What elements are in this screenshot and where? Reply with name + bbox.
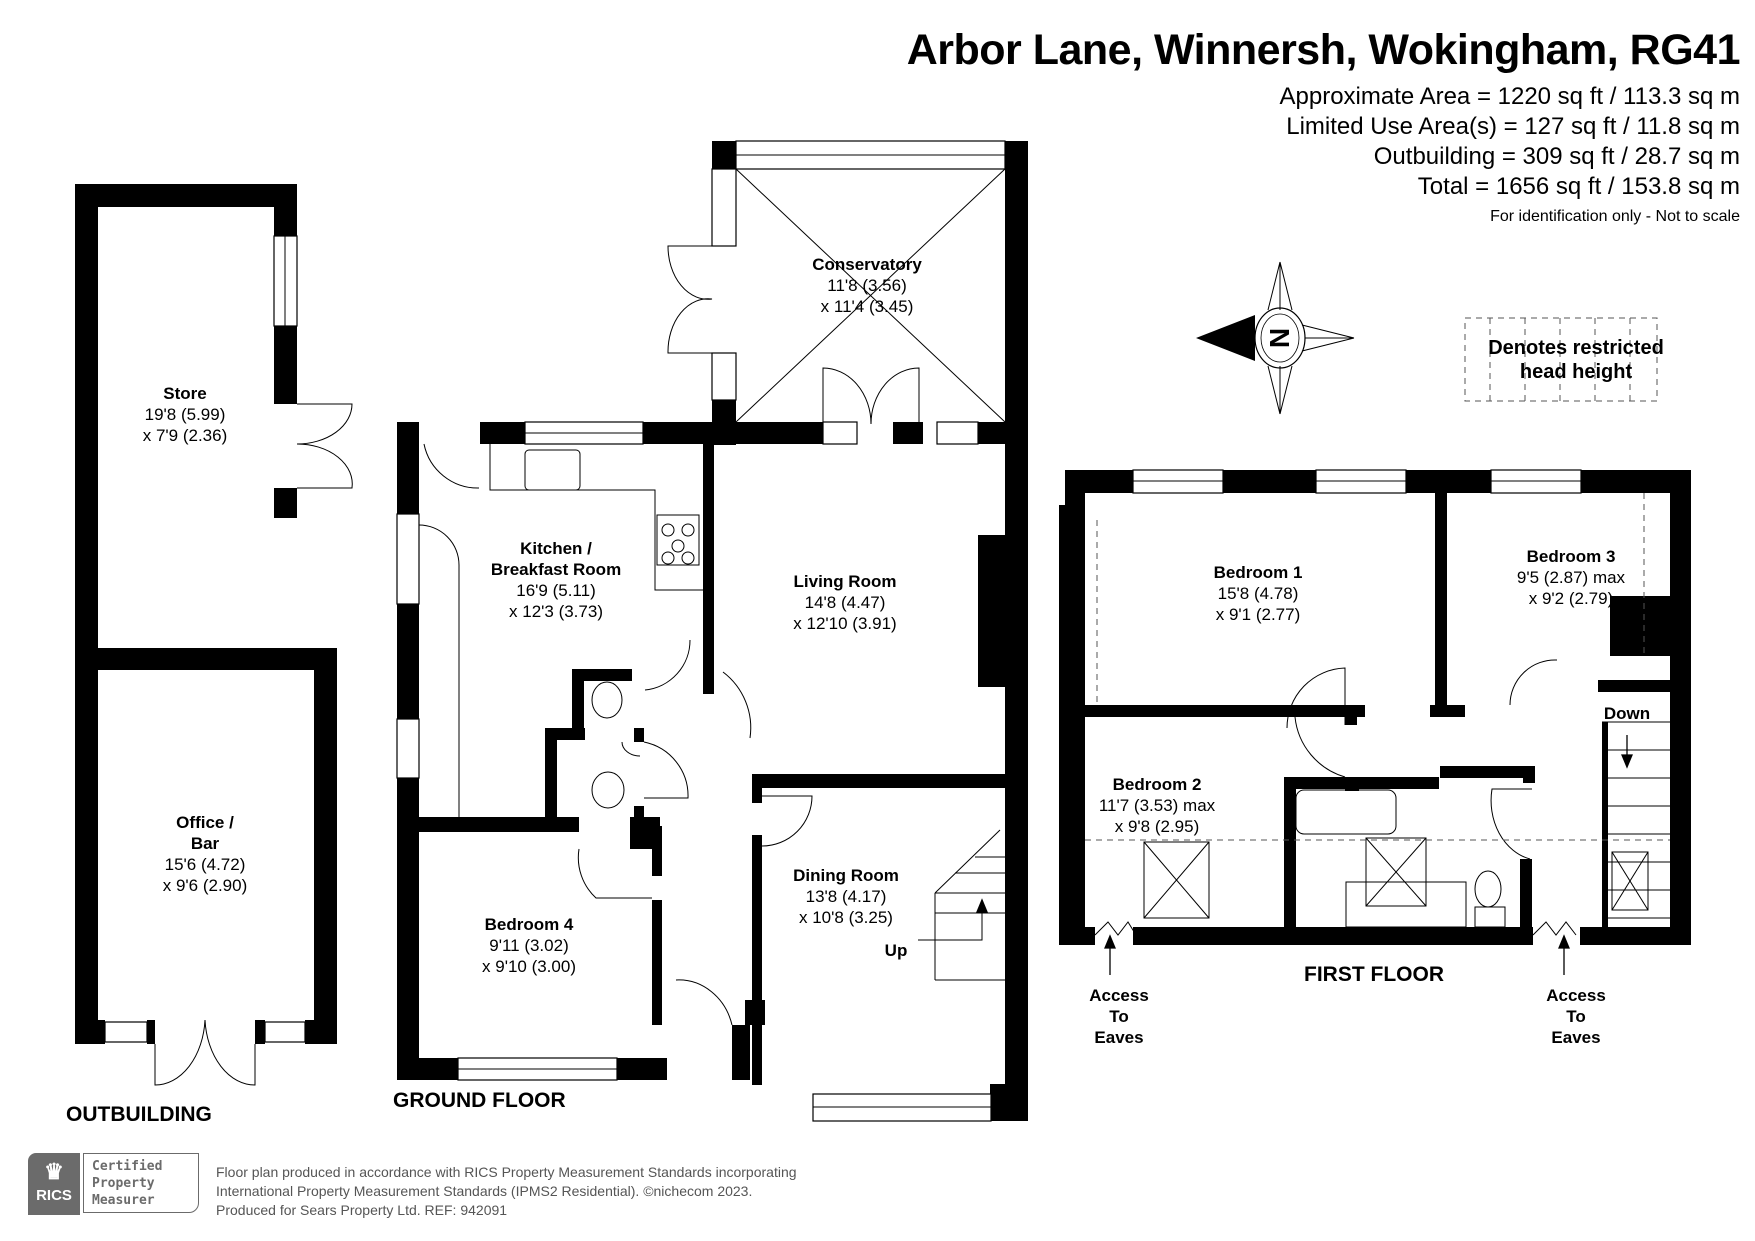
room-dimension-width: x 9'1 (2.77) bbox=[1215, 605, 1301, 624]
room-dimension-width: x 9'10 (3.00) bbox=[482, 957, 576, 976]
rics-lion-icon: ♛ bbox=[44, 1159, 64, 1184]
rics-logo-text: RICS bbox=[36, 1187, 72, 1204]
room-bedroom-2: Bedroom 2 11'7 (3.53) max x 9'8 (2.95) bbox=[1099, 774, 1215, 837]
room-name: Dining Room bbox=[793, 866, 899, 885]
room-dimension-width: x 12'10 (3.91) bbox=[793, 614, 897, 633]
room-bedroom-4: Bedroom 4 9'11 (3.02) x 9'10 (3.00) bbox=[482, 914, 576, 977]
restricted-height-lines bbox=[1085, 317, 1670, 841]
room-name: Store bbox=[163, 384, 207, 403]
room-name: Conservatory bbox=[812, 255, 922, 274]
total-area: Total = 1656 sq ft / 153.8 sq m bbox=[1417, 173, 1740, 200]
room-store: Store 19'8 (5.99) x 7'9 (2.36) bbox=[143, 383, 228, 446]
room-name: Kitchen / bbox=[520, 539, 592, 558]
room-dimension-length: 11'8 (3.56) bbox=[827, 276, 907, 295]
scale-disclaimer: For identification only - Not to scale bbox=[1490, 208, 1740, 225]
room-bedroom-1: Bedroom 1 15'8 (4.78) x 9'1 (2.77) bbox=[1214, 562, 1303, 625]
room-name: Office / bbox=[176, 813, 234, 832]
room-dimension-length: 19'8 (5.99) bbox=[144, 405, 226, 424]
room-dimension-length: 14'8 (4.47) bbox=[804, 593, 886, 612]
room-dimension-length: 11'7 (3.53) max bbox=[1098, 796, 1216, 815]
room-dimension-length: 15'8 (4.78) bbox=[1217, 584, 1299, 603]
badge-line: Measurer bbox=[92, 1193, 155, 1208]
room-name: Bedroom 3 bbox=[1526, 547, 1616, 566]
room-dimension-length: 9'5 (2.87) max bbox=[1516, 568, 1626, 587]
svg-text:N: N bbox=[1264, 328, 1295, 348]
legend-line-2: head height bbox=[1519, 361, 1633, 383]
eaves-label-line: Access bbox=[1546, 986, 1606, 1005]
eaves-access-right: Access To Eaves bbox=[1546, 985, 1606, 1048]
eaves-access-left: Access To Eaves bbox=[1089, 985, 1149, 1048]
room-name: Breakfast Room bbox=[490, 560, 622, 579]
room-name: Bedroom 4 bbox=[484, 915, 574, 934]
badge-line: Certified bbox=[92, 1159, 163, 1174]
room-name: Bedroom 1 bbox=[1213, 563, 1303, 582]
outbuilding-area: Outbuilding = 309 sq ft / 28.7 sq m bbox=[1373, 143, 1740, 170]
room-dimension-length: 15'6 (4.72) bbox=[164, 855, 246, 874]
room-living-room: Living Room 14'8 (4.47) x 12'10 (3.91) bbox=[793, 571, 896, 634]
room-name: Bedroom 2 bbox=[1112, 775, 1202, 794]
room-kitchen-breakfast: Kitchen / Breakfast Room 16'9 (5.11) x 1… bbox=[491, 538, 621, 622]
outbuilding-walls bbox=[75, 184, 337, 1044]
stairs-up-label: Up bbox=[884, 941, 908, 960]
room-bedroom-3: Bedroom 3 9'5 (2.87) max x 9'2 (2.79) bbox=[1517, 546, 1625, 609]
room-name: Bar bbox=[190, 834, 220, 853]
room-dimension-width: x 9'8 (2.95) bbox=[1114, 817, 1200, 836]
room-dining-room: Dining Room 13'8 (4.17) x 10'8 (3.25) bbox=[793, 865, 899, 928]
footer-line: Produced for Sears Property Ltd. REF: 94… bbox=[216, 1202, 508, 1218]
footer-line: Floor plan produced in accordance with R… bbox=[216, 1164, 797, 1180]
room-dimension-width: x 10'8 (3.25) bbox=[799, 908, 893, 927]
eaves-label-line: To bbox=[1566, 1007, 1586, 1026]
room-dimension-length: 9'11 (3.02) bbox=[489, 936, 569, 955]
room-dimension-width: x 12'3 (3.73) bbox=[509, 602, 603, 621]
badge-line: Property bbox=[92, 1176, 155, 1191]
legend-line-1: Denotes restricted bbox=[1488, 337, 1664, 359]
rics-certified-badge: ♛ RICS Certified Property Measurer bbox=[28, 1153, 204, 1215]
room-dimension-width: x 11'4 (3.45) bbox=[820, 297, 914, 316]
restricted-head-height-legend: Denotes restricted head height bbox=[1476, 336, 1676, 384]
eaves-label-line: Eaves bbox=[1551, 1028, 1601, 1047]
first-floor-label: FIRST FLOOR bbox=[1304, 963, 1444, 986]
eaves-label-line: Eaves bbox=[1094, 1028, 1144, 1047]
footer-line: International Property Measurement Stand… bbox=[216, 1183, 753, 1199]
eaves-label-line: To bbox=[1109, 1007, 1129, 1026]
footer-notes: Floor plan produced in accordance with R… bbox=[216, 1163, 797, 1220]
room-dimension-width: x 9'2 (2.79) bbox=[1528, 589, 1614, 608]
rics-logo: ♛ RICS bbox=[28, 1153, 80, 1215]
room-conservatory: Conservatory 11'8 (3.56) x 11'4 (3.45) bbox=[812, 254, 922, 317]
first-floor-walls bbox=[1059, 470, 1691, 945]
room-office-bar: Office / Bar 15'6 (4.72) x 9'6 (2.90) bbox=[163, 812, 248, 896]
room-dimension-length: 16'9 (5.11) bbox=[516, 581, 596, 600]
ground-floor-label: GROUND FLOOR bbox=[393, 1089, 566, 1112]
room-name: Living Room bbox=[793, 572, 897, 591]
certified-measurer-label: Certified Property Measurer bbox=[83, 1153, 199, 1213]
property-address-title: Arbor Lane, Winnersh, Wokingham, RG41 bbox=[906, 26, 1741, 74]
stairs-down-label: Down bbox=[1603, 704, 1651, 723]
ground-floor-walls bbox=[397, 141, 1028, 1121]
limited-use-area: Limited Use Area(s) = 127 sq ft / 11.8 s… bbox=[1286, 113, 1740, 140]
area-summary: Approximate Area = 1220 sq ft / 113.3 sq… bbox=[1280, 82, 1741, 232]
outbuilding-label: OUTBUILDING bbox=[66, 1103, 212, 1126]
room-dimension-width: x 9'6 (2.90) bbox=[162, 876, 248, 895]
room-dimension-length: 13'8 (4.17) bbox=[805, 887, 887, 906]
eaves-label-line: Access bbox=[1089, 986, 1149, 1005]
approximate-area: Approximate Area = 1220 sq ft / 113.3 sq… bbox=[1279, 83, 1741, 110]
room-dimension-width: x 7'9 (2.36) bbox=[142, 426, 228, 445]
